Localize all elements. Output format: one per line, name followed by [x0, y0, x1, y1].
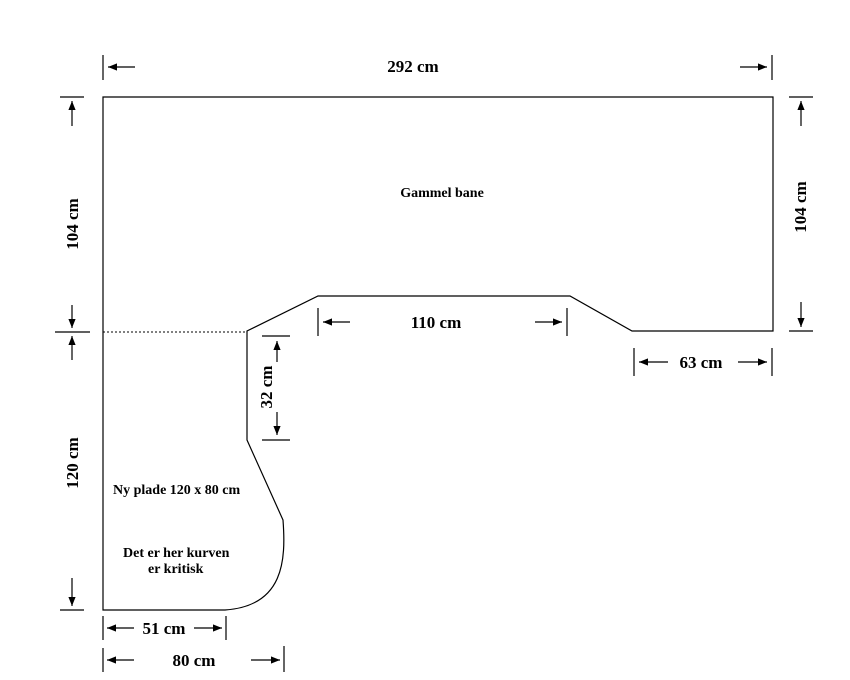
dimension-left-upper: 104 cm	[55, 96, 90, 333]
old-countertop-label: Gammel bane	[400, 186, 484, 201]
dimension-top-width: 292 cm	[102, 55, 773, 80]
dim-label-bottom-short: 51 cm	[143, 619, 186, 638]
critical-curve-label-line1: Det er her kurven	[123, 546, 230, 561]
dim-label-notch-width: 110 cm	[411, 313, 462, 332]
countertop-outline	[102, 96, 774, 611]
dimension-notch-depth: 32 cm	[257, 335, 290, 441]
dimension-bottom-long: 80 cm	[102, 646, 285, 672]
dim-label-right: 104 cm	[791, 181, 810, 232]
dim-label-left-upper: 104 cm	[63, 198, 82, 249]
dim-label-bottom-long: 80 cm	[173, 651, 216, 670]
dimension-right-height: 104 cm	[789, 96, 813, 332]
dim-label-notch-depth: 32 cm	[257, 366, 276, 409]
critical-curve-label-line2: er kritisk	[148, 562, 204, 577]
dimension-notch-width: 110 cm	[317, 308, 568, 336]
dim-label-left-lower: 120 cm	[63, 437, 82, 488]
dimension-right-step: 63 cm	[633, 348, 773, 376]
dim-label-right-step: 63 cm	[680, 353, 723, 372]
dimension-bottom-short: 51 cm	[102, 616, 227, 640]
dim-label-top: 292 cm	[387, 57, 438, 76]
dimension-left-lower: 120 cm	[60, 336, 84, 611]
new-plate-label: Ny plade 120 x 80 cm	[113, 483, 241, 498]
